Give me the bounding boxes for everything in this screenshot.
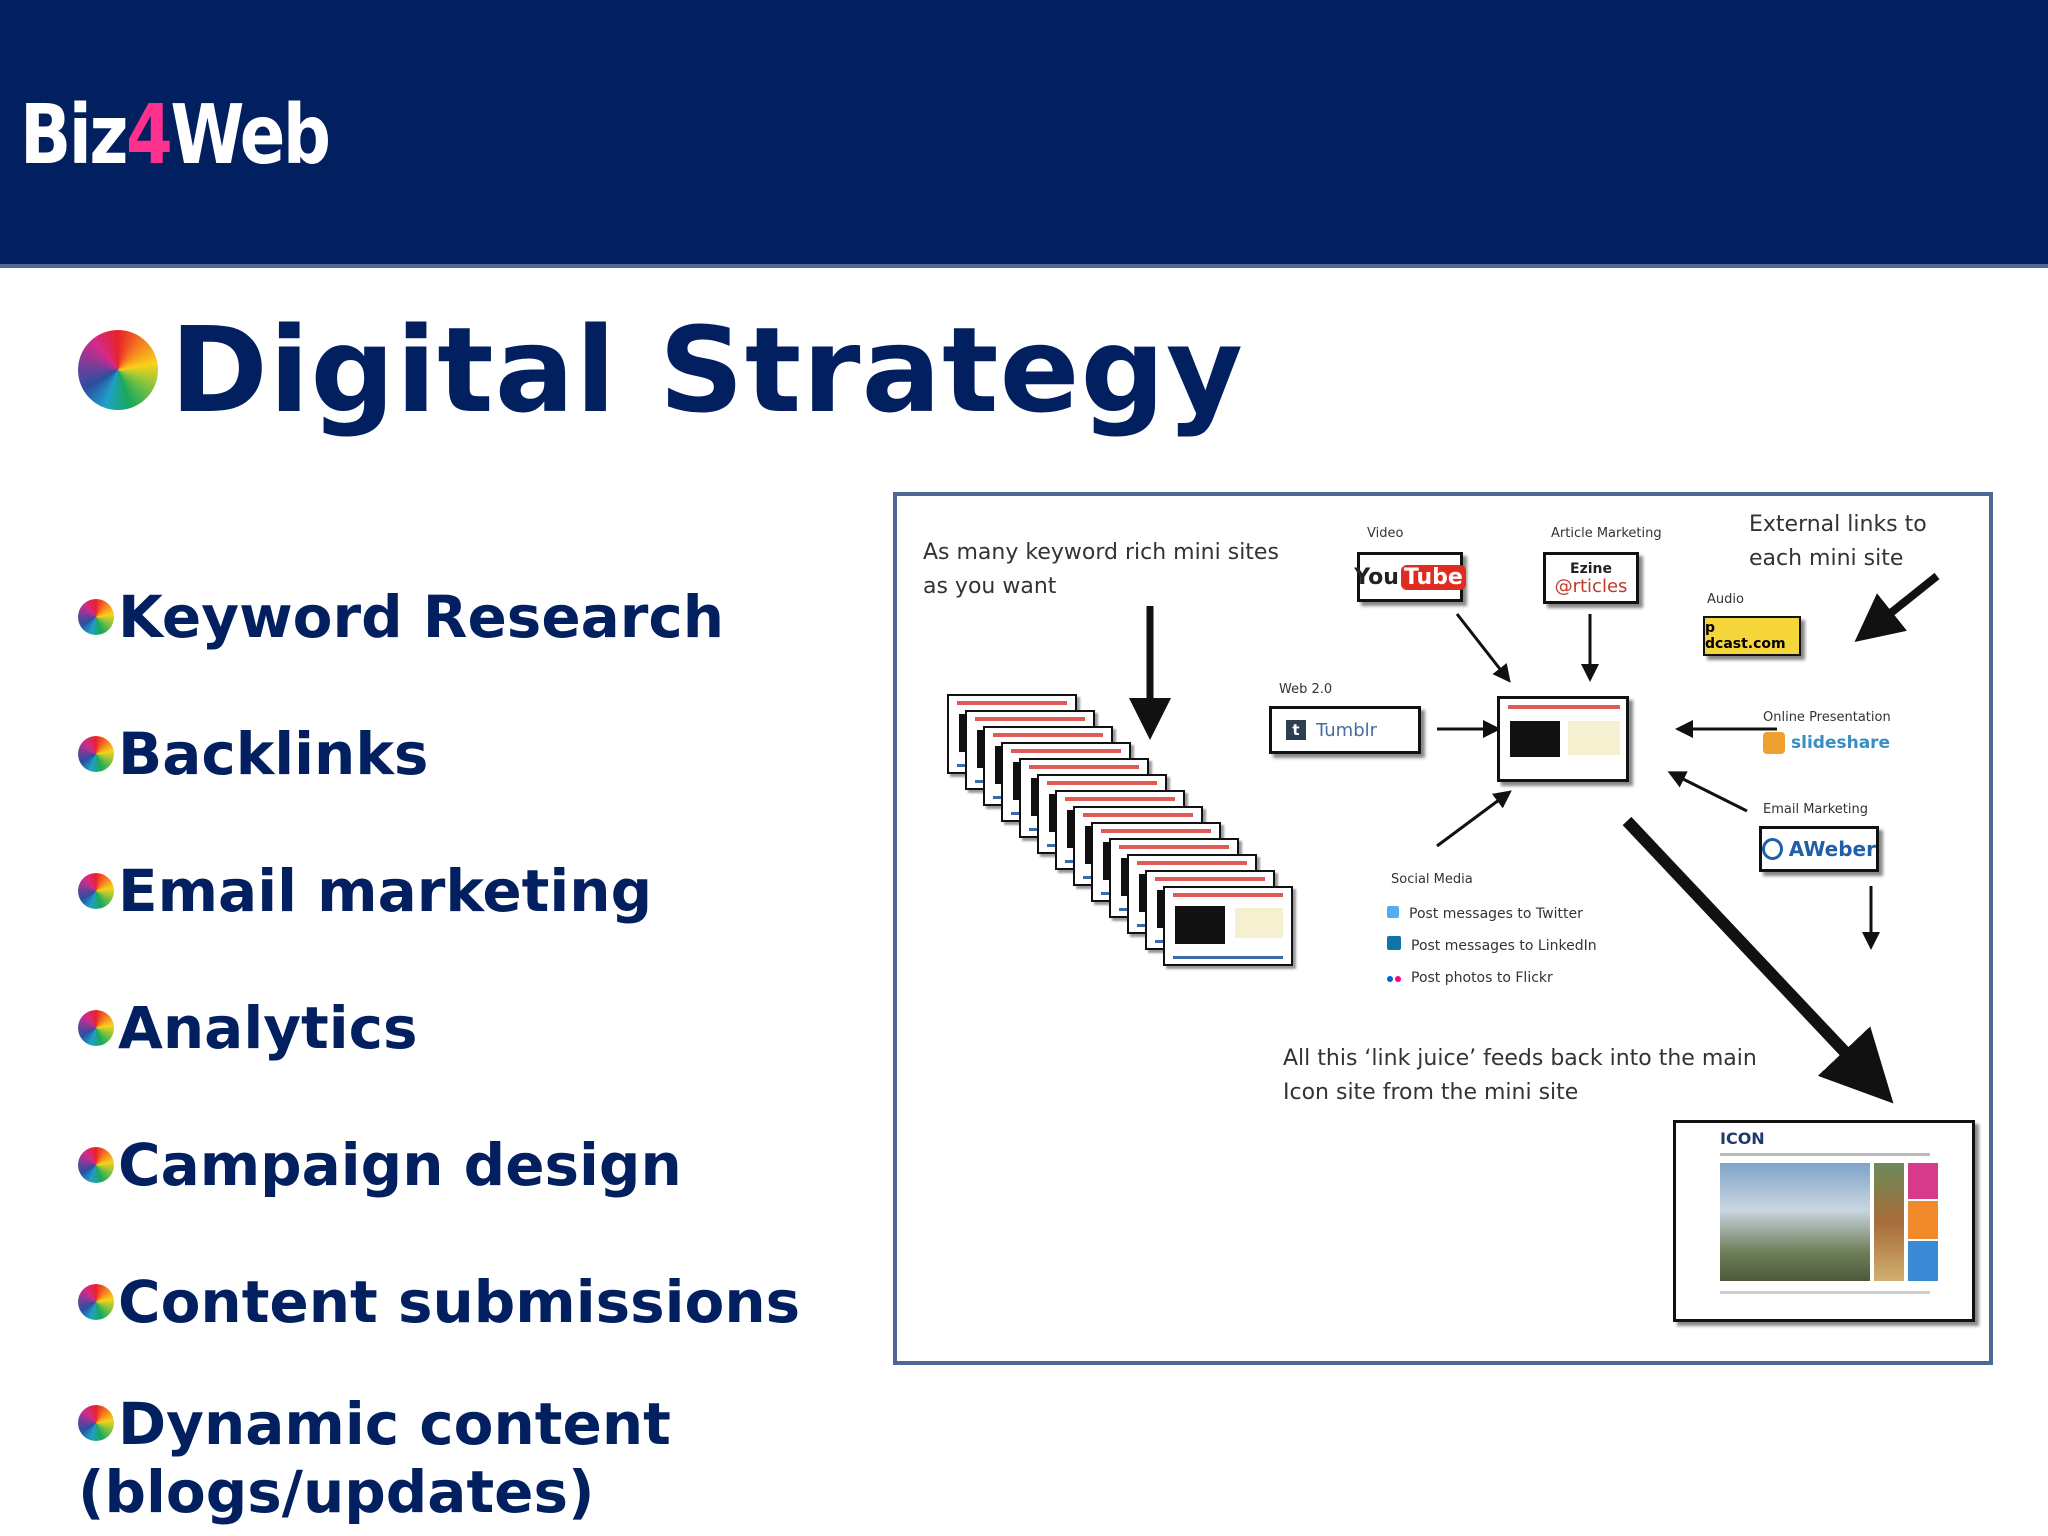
slideshare-text: slideshare [1791,733,1891,753]
social-item: Post messages to Twitter [1387,898,1597,930]
icon-main-site: ICON [1673,1120,1975,1322]
social-item-text: Post messages to LinkedIn [1411,938,1597,954]
strategy-diagram: As many keyword rich mini sites as you w… [893,492,1993,1365]
label-audio: Audio [1707,592,1744,607]
bullet-list: Keyword Research Backlinks Email marketi… [78,548,858,1526]
bullet-wheel-icon [78,1146,114,1183]
bullet-item: Keyword Research [78,548,858,685]
diagram-arrows [1129,572,1940,1104]
flickr-icon-pink [1395,976,1401,982]
aweber-text: AWeber [1788,837,1876,861]
ezine-text: Ezine [1570,561,1612,577]
arrow-main-site [1622,816,1894,1104]
label-article-marketing: Article Marketing [1551,526,1662,541]
bullet-wheel-icon [78,1404,114,1441]
slideshare-icon [1763,732,1785,754]
bullet-text: Analytics [118,993,418,1062]
bullet-text: Email marketing [118,856,653,925]
ezine-articles-logo: Ezine @rticles [1543,552,1639,604]
logo-text-4: 4 [126,88,173,183]
youtube-you: You [1354,564,1399,590]
icon-site-logo: ICON [1720,1129,1765,1148]
logo-text-web: Web [170,88,331,183]
link-juice-caption: All this ‘link juice’ feeds back into th… [1283,1046,1757,1105]
podcast-logo: p dcast.com [1703,616,1801,656]
social-item-text: Post photos to Flickr [1411,970,1553,986]
bullet-item: Dynamic content (blogs/updates) [78,1390,858,1526]
arrow-youtube [1455,613,1511,683]
title-row: Digital Strategy [78,300,1244,440]
aweber-icon [1762,838,1783,860]
tumblr-logo: t Tumblr [1269,706,1421,754]
biz4web-logo: Biz4Web [20,88,331,183]
central-mini-site [1497,696,1629,782]
aweber-logo: AWeber [1759,826,1879,872]
slideshare-logo: slideshare [1763,732,1890,754]
bullet-text: Dynamic content (blogs/updates) [78,1390,671,1526]
social-list: Post messages to Twitter Post messages t… [1387,898,1597,994]
bullet-text: Campaign design [118,1130,682,1199]
icon-site-hero-image [1720,1163,1870,1281]
label-online-presentation: Online Presentation [1763,710,1891,725]
logo-text-biz: Biz [20,88,129,183]
social-item: Post messages to LinkedIn [1387,930,1597,962]
youtube-tube: Tube [1400,564,1466,590]
arrow-social [1436,790,1512,848]
bullet-wheel-icon [78,872,114,909]
label-video: Video [1367,526,1404,541]
bullet-item: Analytics [78,959,858,1096]
minisites-caption: As many keyword rich mini sites as you w… [923,540,1279,599]
flickr-icon-blue [1387,976,1393,982]
color-wheel-icon [78,330,158,410]
bullet-wheel-icon [78,1283,114,1320]
slide-title: Digital Strategy [170,301,1244,439]
bullet-text: Keyword Research [118,582,725,651]
label-email-marketing: Email Marketing [1763,802,1868,817]
bullet-text: Content submissions [118,1267,801,1336]
tumblr-text: Tumblr [1316,719,1378,741]
arrow-aweber [1667,771,1748,813]
bullet-wheel-icon [78,1009,114,1046]
external-links-caption: External links to each mini site [1749,512,1927,571]
bullet-item: Backlinks [78,685,858,822]
header-banner: Biz4Web [0,0,2048,268]
social-item-text: Post messages to Twitter [1409,906,1583,922]
social-item: Post photos to Flickr [1387,962,1597,994]
bullet-wheel-icon [78,735,114,772]
arrow-external [1854,572,1940,642]
bullet-text: Backlinks [118,719,429,788]
bullet-item: Content submissions [78,1233,858,1370]
label-web20: Web 2.0 [1279,682,1333,697]
mini-site-card [1163,886,1293,966]
label-social-media: Social Media [1391,872,1473,887]
articles-text: @rticles [1554,576,1628,597]
bullet-item: Email marketing [78,822,858,959]
bullet-wheel-icon [78,598,114,635]
tumblr-icon: t [1286,720,1306,740]
linkedin-icon [1387,936,1401,950]
bullet-item: Campaign design [78,1096,858,1233]
twitter-icon [1387,906,1399,918]
